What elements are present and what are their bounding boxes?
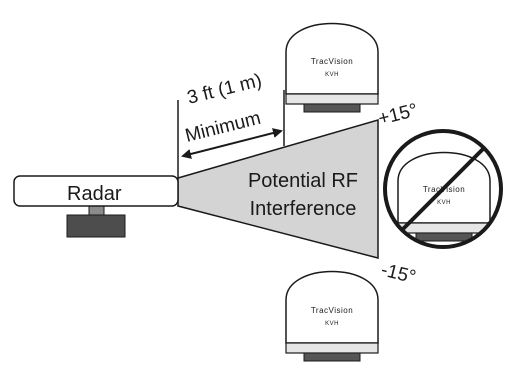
- antenna-band: [397, 222, 491, 234]
- distance-label: 3 ft (1 m): [185, 70, 264, 109]
- antenna-band: [285, 342, 379, 354]
- antenna-base: [415, 232, 473, 242]
- antenna-top: TracVision KVH: [285, 22, 379, 113]
- interference-label-line2: Interference: [250, 198, 357, 220]
- antenna-brand: TracVision: [311, 57, 353, 66]
- minimum-label: Minimum: [183, 108, 263, 147]
- antenna-maker: KVH: [325, 72, 339, 78]
- angle-lower-label: -15°: [379, 259, 418, 288]
- antenna-maker: KVH: [325, 321, 339, 327]
- antenna-dome: [285, 270, 379, 344]
- antenna-base: [303, 352, 361, 362]
- antenna-base: [303, 103, 361, 113]
- minimum-distance-arrow: [181, 128, 283, 159]
- radar-base: [66, 214, 126, 238]
- radar-label: Radar: [67, 183, 122, 205]
- angle-upper-label: +15°: [376, 100, 420, 130]
- antenna-bottom: TracVision KVH: [285, 270, 379, 362]
- antenna-prohibited: TracVision KVH: [383, 129, 503, 249]
- antenna-band: [285, 93, 379, 105]
- antenna-dome: [285, 22, 379, 95]
- antenna-maker: KVH: [437, 200, 451, 206]
- antenna-brand: TracVision: [311, 306, 353, 315]
- interference-label-line1: Potential RF: [248, 170, 358, 192]
- prohibited-slash: [400, 146, 486, 232]
- radar-scanner: [13, 175, 179, 207]
- prohibited-circle: [383, 129, 503, 249]
